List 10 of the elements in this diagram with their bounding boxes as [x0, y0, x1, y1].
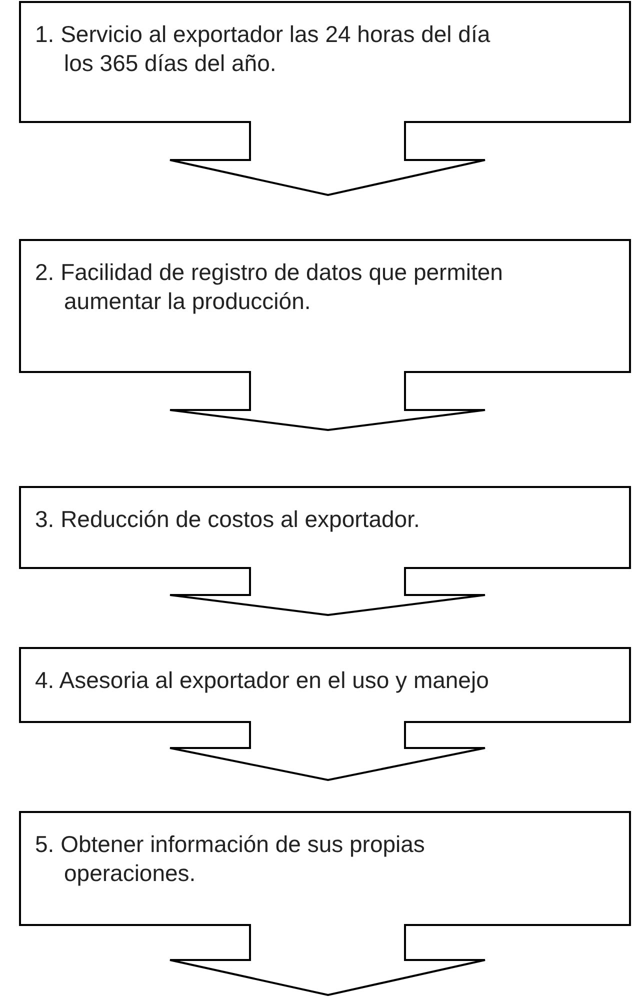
down-arrow-callout-box [20, 2, 630, 195]
step-text: 3. Reducción de costos al exportador. [35, 505, 421, 534]
down-arrow-callout-box [20, 812, 630, 995]
down-arrow-callout-box [20, 240, 630, 430]
step-text: 1. Servicio al exportador las 24 horas del día los 365 días del año. [35, 20, 492, 78]
down-arrow-callout-box [20, 487, 630, 615]
down-arrow-callout-box [20, 648, 630, 780]
step-text: 2. Facilidad de registro de datos que permiten aumentar la producción. [35, 258, 504, 316]
step-text: 5. Obtener información de sus propias operaciones. [35, 830, 426, 888]
step-text: 4. Asesoria al exportador en el uso y manejo [35, 666, 490, 695]
